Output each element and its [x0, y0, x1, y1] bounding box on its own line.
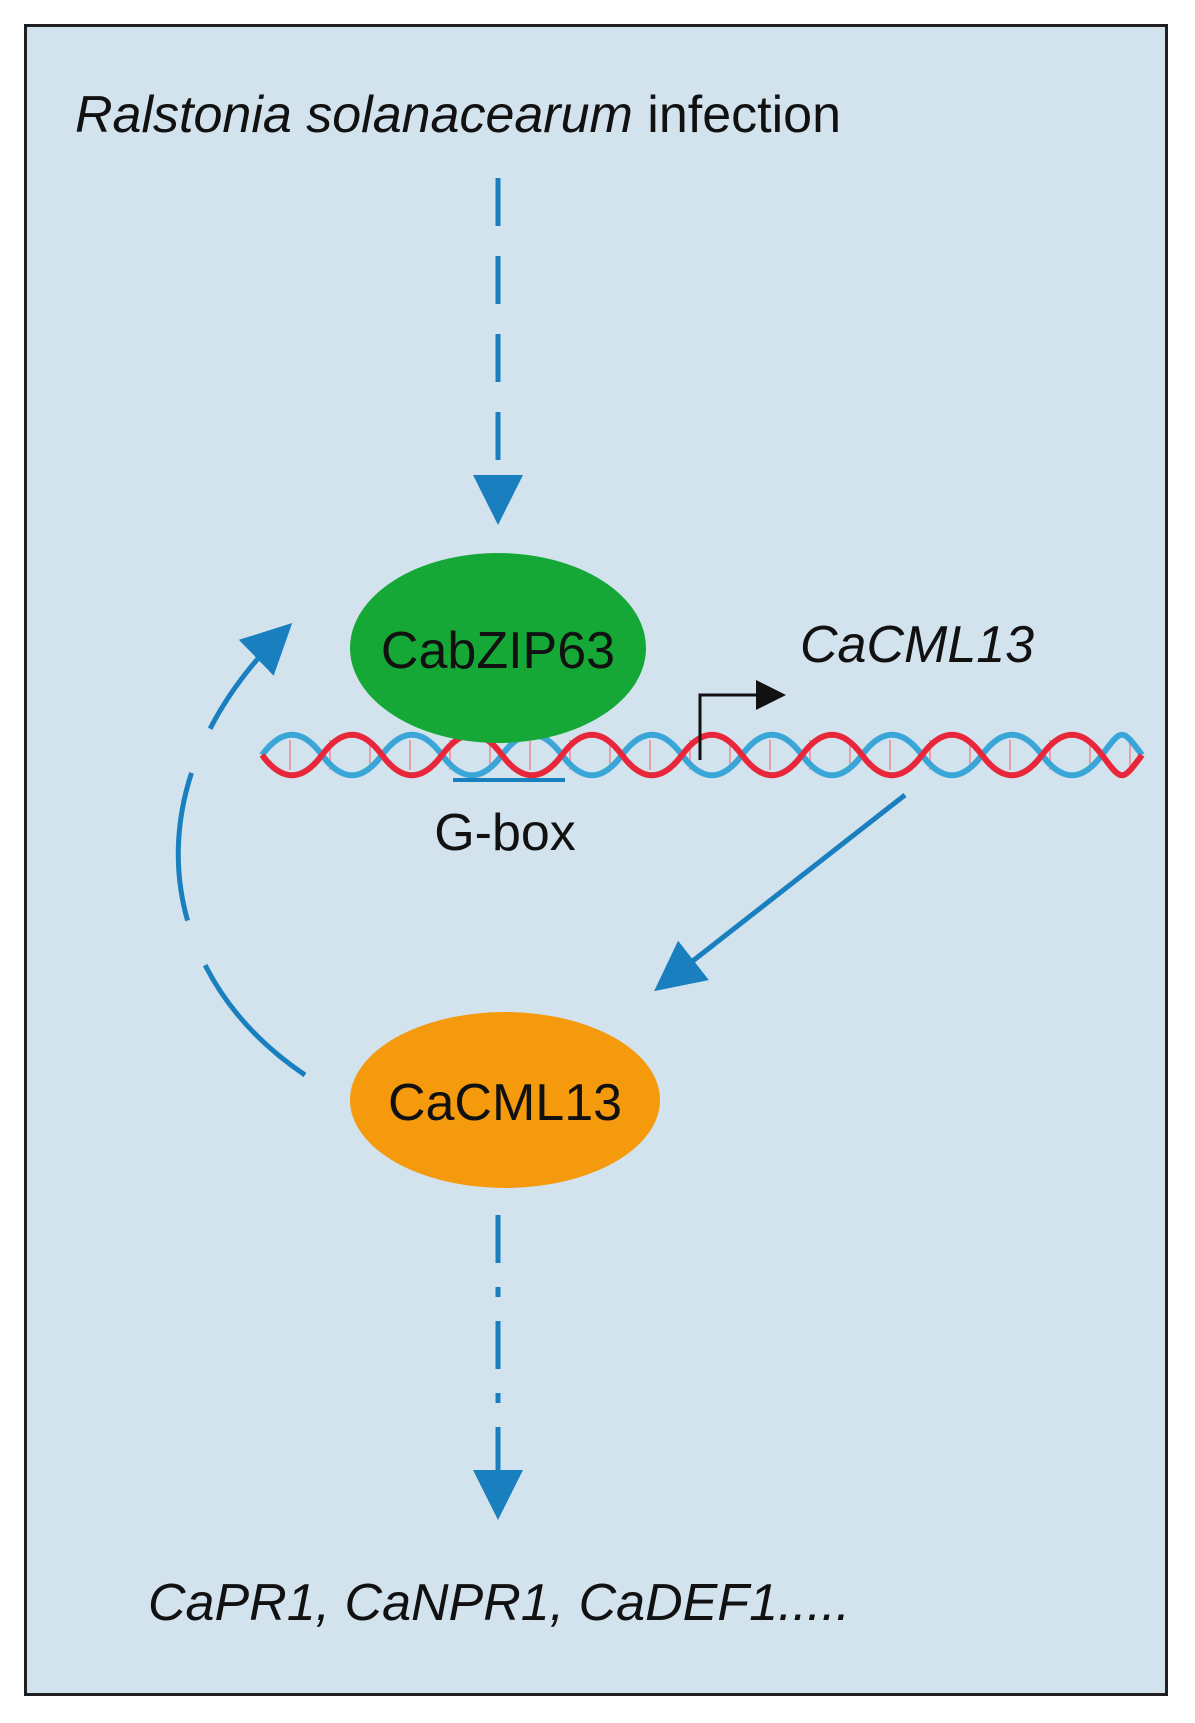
cacml13-protein-label: CaCML13	[388, 1074, 622, 1132]
diagram-panel	[24, 24, 1168, 1696]
cabzip63-ellipse	[350, 553, 646, 743]
infection-title: Ralstonia solanacearum infection	[75, 86, 841, 144]
feedback-arrow	[175, 623, 307, 1078]
cacml13-gene-label: CaCML13	[800, 616, 1034, 674]
dna-strand-red	[259, 731, 1145, 779]
dna-rungs	[289, 740, 1131, 770]
infection-label: infection	[633, 86, 841, 144]
dna-strand-blue	[259, 731, 1145, 779]
dna-helix	[259, 731, 1145, 779]
cabzip63-label: CabZIP63	[381, 622, 615, 680]
transcription-start-arrow	[698, 680, 786, 760]
gene-to-protein-arrow	[654, 793, 907, 992]
cacml13-protein-ellipse	[350, 1012, 660, 1188]
target-genes-label: CaPR1, CaNPR1, CaDEF1.....	[148, 1574, 850, 1632]
pathogen-name: Ralstonia solanacearum	[75, 86, 633, 144]
gbox-label: G-box	[434, 804, 576, 862]
